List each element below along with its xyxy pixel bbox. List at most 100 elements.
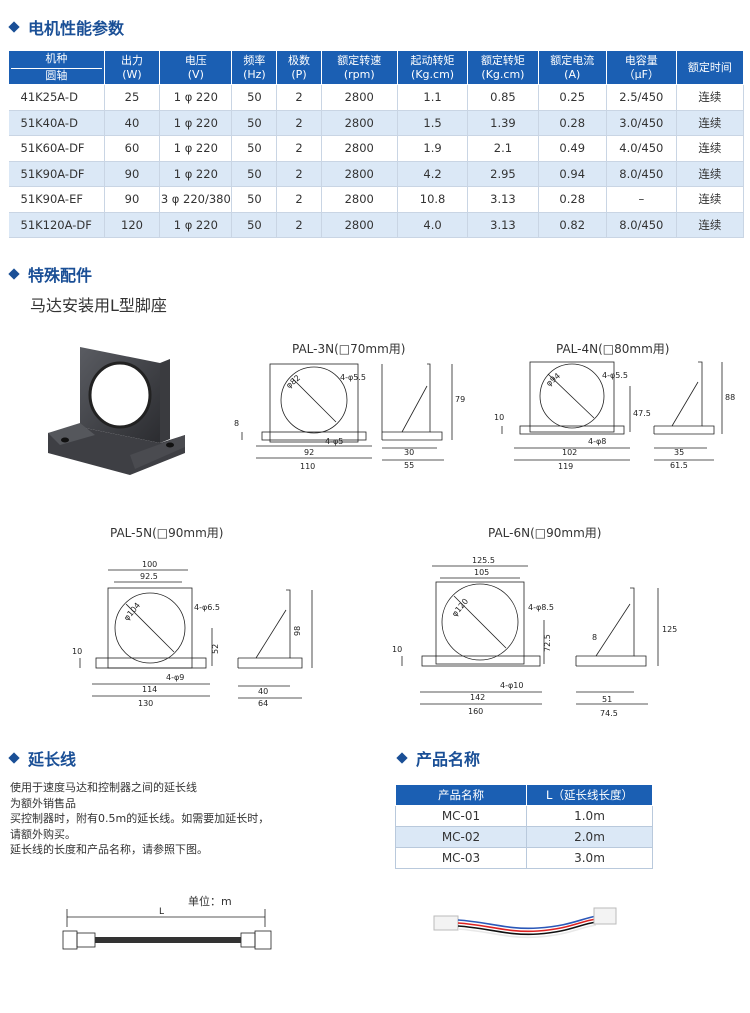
drawing-title-pal4n: PAL-4N(□80mm用)	[556, 342, 670, 356]
table-cell: 1.5	[397, 110, 469, 136]
table-cell: 4.2	[397, 161, 469, 187]
svg-text:125.5: 125.5	[472, 556, 495, 565]
table-cell: 51K40A-D	[8, 110, 105, 136]
svg-text:4-φ5: 4-φ5	[325, 437, 343, 446]
svg-text:4-φ10: 4-φ10	[500, 681, 523, 690]
svg-text:92.5: 92.5	[140, 572, 158, 581]
diamond-bullet-icon	[396, 752, 408, 764]
drawing-pal5n: 100 92.5 φ104 4-φ6.5 4-φ9 114 130 98 52 …	[72, 560, 313, 708]
table-cell: 3.13	[467, 212, 539, 238]
table-cell: 51K60A-DF	[8, 135, 105, 161]
svg-text:φ104: φ104	[122, 601, 142, 623]
svg-text:30: 30	[404, 448, 414, 457]
table-cell: 1.0m	[526, 805, 653, 827]
table-cell: 25	[104, 84, 161, 110]
svg-text:61.5: 61.5	[670, 461, 688, 470]
svg-text:102: 102	[562, 448, 577, 457]
table-cell: 1 φ 220	[159, 135, 233, 161]
table-cell: 2	[276, 135, 322, 161]
table-cell: 2.1	[467, 135, 539, 161]
table-cell: 40	[104, 110, 161, 136]
table-cell: 50	[231, 212, 278, 238]
table-cell: 0.82	[538, 212, 607, 238]
svg-text:4-φ5.5: 4-φ5.5	[340, 373, 366, 382]
table-cell: 51K90A-DF	[8, 161, 105, 187]
drawing-title-pal5n: PAL-5N(□90mm用)	[110, 526, 224, 540]
cable-description: 使用于速度马达和控制器之间的延长线 为额外销售品 买控制器时，附有0.5m的延长…	[10, 781, 270, 856]
unit-label: 单位：m	[188, 895, 232, 908]
svg-text:40: 40	[258, 687, 268, 696]
table-cell: 90	[104, 186, 161, 212]
svg-text:110: 110	[300, 462, 315, 471]
table-cell: 4.0/450	[606, 135, 677, 161]
l-bracket-photo	[48, 347, 185, 475]
table-cell: 1.1	[397, 84, 469, 110]
drawing-pal6n: 125.5 105 φ120 4-φ8.5 4-φ10 142 160 125 …	[392, 556, 677, 718]
table-cell: 8.0/450	[606, 161, 677, 187]
header-col: 频率(Hz)	[231, 50, 278, 85]
svg-text:51: 51	[602, 695, 612, 704]
svg-text:55: 55	[404, 461, 414, 470]
table-cell: 10.8	[397, 186, 469, 212]
header-col: 起动转矩(Kg.cm)	[396, 50, 469, 85]
header-model: 机种圆轴	[8, 50, 105, 85]
table-cell: 连续	[676, 161, 745, 187]
drawing-pal4n: φ94 4-φ5.5 4-φ8 102 119 88 47.5 35 61.5 …	[494, 361, 735, 471]
table-cell: MC-02	[395, 826, 527, 848]
table-cell: 3.13	[467, 186, 539, 212]
table-cell: 2800	[321, 110, 398, 136]
header-col: 额定转速(rpm)	[320, 50, 398, 85]
svg-text:98: 98	[293, 626, 302, 636]
svg-text:8: 8	[592, 633, 597, 642]
diamond-bullet-icon	[8, 268, 20, 280]
table-cell: 2	[276, 186, 322, 212]
accessory-subtitle: 马达安装用L型脚座	[30, 296, 167, 315]
section-title-accessories: 特殊配件	[8, 262, 92, 286]
svg-text:4-φ9: 4-φ9	[166, 673, 184, 682]
table-cell: 51K90A-EF	[8, 186, 105, 212]
table-cell: 0.85	[467, 84, 539, 110]
header-col: 额定时间	[675, 50, 745, 85]
svg-text:4-φ5.5: 4-φ5.5	[602, 371, 628, 380]
table-cell: 41K25A-D	[8, 84, 105, 110]
svg-text:47.5: 47.5	[633, 409, 651, 418]
svg-text:130: 130	[138, 699, 153, 708]
table-cell: 50	[231, 135, 278, 161]
svg-text:114: 114	[142, 685, 157, 694]
table-cell: 2.95	[467, 161, 539, 187]
table-cell: 2	[276, 84, 322, 110]
svg-text:φ94: φ94	[544, 371, 562, 388]
table-cell: 2800	[321, 84, 398, 110]
table-cell: 2.5/450	[606, 84, 677, 110]
table-cell: 50	[231, 84, 278, 110]
table-cell: 51K120A-DF	[8, 212, 105, 238]
table-cell: 2800	[321, 135, 398, 161]
table-cell: 3 φ 220/380	[159, 186, 233, 212]
svg-text:35: 35	[674, 448, 684, 457]
table-cell: 2	[276, 110, 322, 136]
svg-text:10: 10	[392, 645, 402, 654]
svg-text:64: 64	[258, 699, 268, 708]
section-title-motor: 电机性能参数	[8, 15, 124, 39]
table-cell: 1 φ 220	[159, 161, 233, 187]
svg-text:4-φ8.5: 4-φ8.5	[528, 603, 554, 612]
diamond-bullet-icon	[8, 21, 20, 33]
table-cell: 3.0m	[526, 847, 653, 869]
table-cell: 0.25	[538, 84, 607, 110]
section-title-product: 产品名称	[396, 746, 480, 770]
table-cell: 连续	[676, 110, 745, 136]
svg-text:100: 100	[142, 560, 157, 569]
svg-text:79: 79	[455, 395, 465, 404]
svg-text:125: 125	[662, 625, 677, 634]
motor-spec-table: 机种圆轴 出力(W) 电压(V) 频率(Hz) 极数(P) 额定转速(rpm) …	[8, 50, 745, 238]
header-col: 额定电流(A)	[537, 50, 607, 85]
svg-text:119: 119	[558, 462, 573, 471]
